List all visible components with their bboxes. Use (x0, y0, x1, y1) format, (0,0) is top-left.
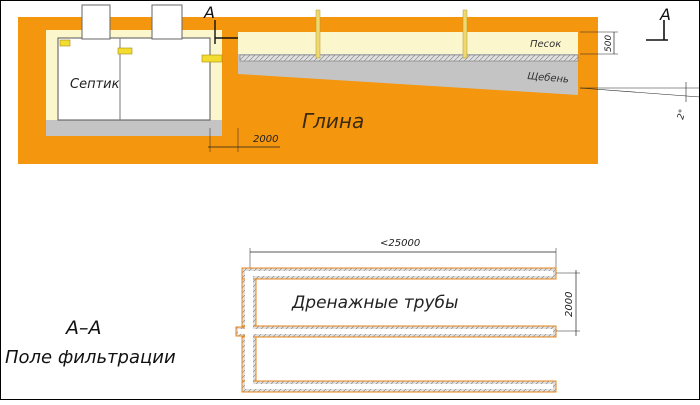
drain-pipe-system (235, 267, 557, 393)
gravel-label: Щебень (527, 70, 570, 86)
pipe-top-inner (245, 271, 553, 276)
section-marker-right: А (659, 5, 671, 24)
septic-tank (57, 37, 211, 121)
outlet-pipe (201, 54, 223, 63)
pipe-middle-inner (238, 329, 553, 334)
field-title: Поле фильтрации (5, 347, 176, 368)
slope-label: 2° (676, 108, 688, 120)
vent-stake-right (462, 9, 468, 59)
vent-stake-left (315, 9, 321, 59)
cross-section-view: Септик Песок Щебень Глина А А 500 2° (18, 3, 700, 164)
pipe-bottom-inner (245, 384, 553, 389)
gravel-layer (238, 54, 578, 95)
section-drain-pipe (239, 54, 579, 62)
septic-hatch-right (151, 4, 183, 40)
septic-hatch-left (81, 4, 111, 40)
septic-label: Септик (70, 77, 120, 92)
inner-pipe-mid (117, 47, 133, 55)
slope-line (579, 87, 700, 98)
section-title: А–А (64, 317, 102, 339)
drain-pipes-label: Дренажные трубы (291, 293, 458, 313)
plan-view: <25000 Дренажные трубы 2000 А–А Поле фил… (5, 238, 580, 393)
clay-label: Глина (302, 109, 364, 133)
sand-label: Песок (530, 39, 561, 50)
section-marker-left: А (203, 3, 215, 22)
inner-pipe-left (59, 39, 71, 47)
dim-2000-label: 2000 (253, 134, 278, 145)
septic-gravel-base (46, 120, 222, 136)
dim-length-label: <25000 (380, 238, 420, 249)
sand-layer (238, 32, 578, 54)
dim-spacing-label: 2000 (564, 292, 575, 317)
dim-500-label: 500 (604, 35, 614, 52)
